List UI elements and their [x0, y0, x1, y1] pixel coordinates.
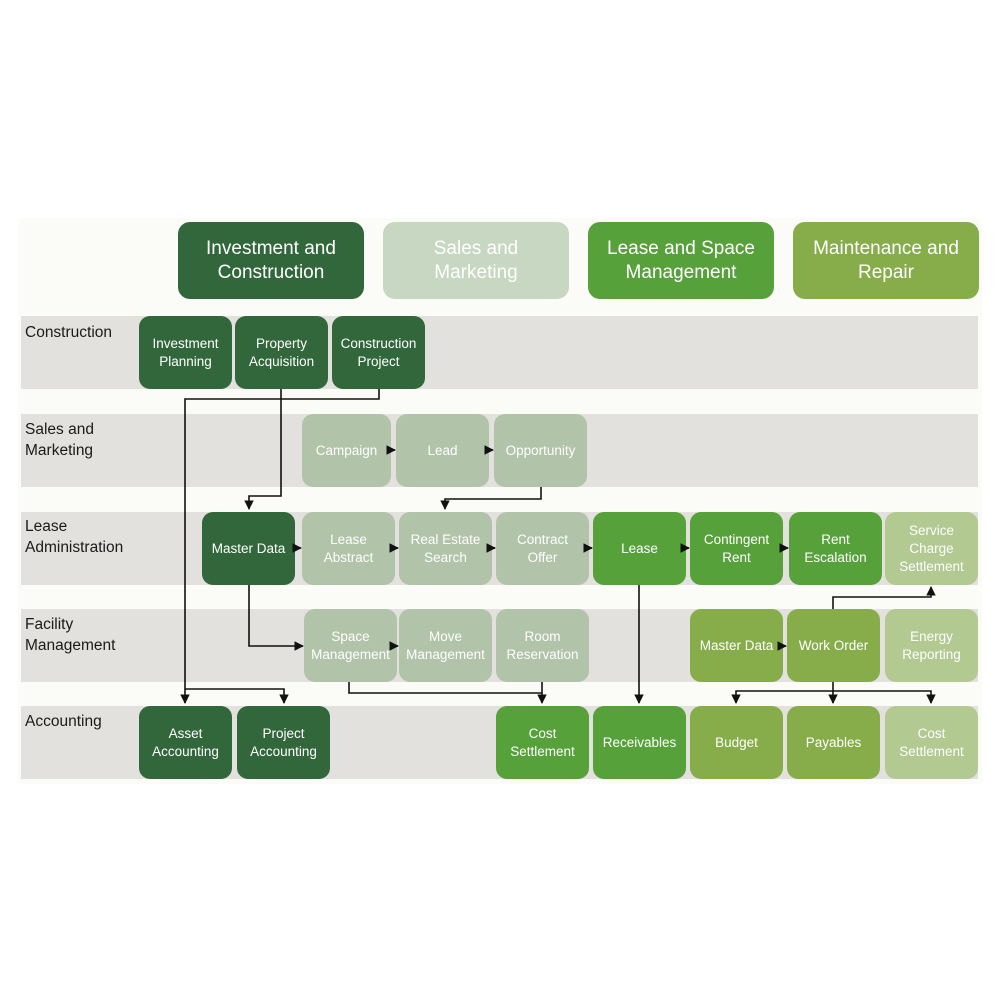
- node-property-acquisition[interactable]: Property Acquisition: [235, 316, 328, 389]
- node-receivables[interactable]: Receivables: [593, 706, 686, 779]
- node-contract-offer[interactable]: Contract Offer: [496, 512, 589, 585]
- node-master-data-fm[interactable]: Master Data: [690, 609, 783, 682]
- node-room-reservation[interactable]: Room Reservation: [496, 609, 589, 682]
- node-campaign[interactable]: Campaign: [302, 414, 391, 487]
- header-label: Maintenance and Repair: [813, 237, 959, 283]
- node-rent-escalation[interactable]: Rent Escalation: [789, 512, 882, 585]
- header-label: Sales and Marketing: [433, 237, 519, 283]
- node-service-charge-settlement[interactable]: Service Charge Settlement: [885, 512, 978, 585]
- node-cost-settlement-maintenance[interactable]: Cost Settlement: [885, 706, 978, 779]
- node-real-estate-search[interactable]: Real Estate Search: [399, 512, 492, 585]
- header-label: Investment and Construction: [206, 237, 336, 283]
- node-contingent-rent[interactable]: Contingent Rent: [690, 512, 783, 585]
- node-opportunity[interactable]: Opportunity: [494, 414, 587, 487]
- header-investment-construction: Investment and Construction: [178, 222, 364, 299]
- node-lease[interactable]: Lease: [593, 512, 686, 585]
- node-project-accounting[interactable]: Project Accounting: [237, 706, 330, 779]
- node-master-data-lease[interactable]: Master Data: [202, 512, 295, 585]
- header-sales-marketing: Sales and Marketing: [383, 222, 569, 299]
- node-cost-settlement-lease[interactable]: Cost Settlement: [496, 706, 589, 779]
- lane-label-facility-management: Facility Management: [25, 616, 116, 654]
- lane-label-lease-administration: Lease Administration: [25, 518, 124, 556]
- diagram-canvas: [18, 218, 982, 784]
- node-budget[interactable]: Budget: [690, 706, 783, 779]
- node-work-order[interactable]: Work Order: [787, 609, 880, 682]
- header-lease-space-management: Lease and Space Management: [588, 222, 774, 299]
- header-label: Lease and Space Management: [607, 237, 755, 283]
- node-construction-project[interactable]: Construction Project: [332, 316, 425, 389]
- lane-label-accounting: Accounting: [25, 713, 102, 730]
- node-investment-planning[interactable]: Investment Planning: [139, 316, 232, 389]
- lane-label-construction: Construction: [25, 324, 113, 341]
- node-lead[interactable]: Lead: [396, 414, 489, 487]
- lane-label-sales-marketing: Sales and Marketing: [25, 421, 94, 459]
- header-maintenance-repair: Maintenance and Repair: [793, 222, 979, 299]
- node-move-management[interactable]: Move Management: [399, 609, 492, 682]
- node-lease-abstract[interactable]: Lease Abstract: [302, 512, 395, 585]
- node-energy-reporting[interactable]: Energy Reporting: [885, 609, 978, 682]
- node-asset-accounting[interactable]: Asset Accounting: [139, 706, 232, 779]
- node-payables[interactable]: Payables: [787, 706, 880, 779]
- node-space-management[interactable]: Space Management: [304, 609, 397, 682]
